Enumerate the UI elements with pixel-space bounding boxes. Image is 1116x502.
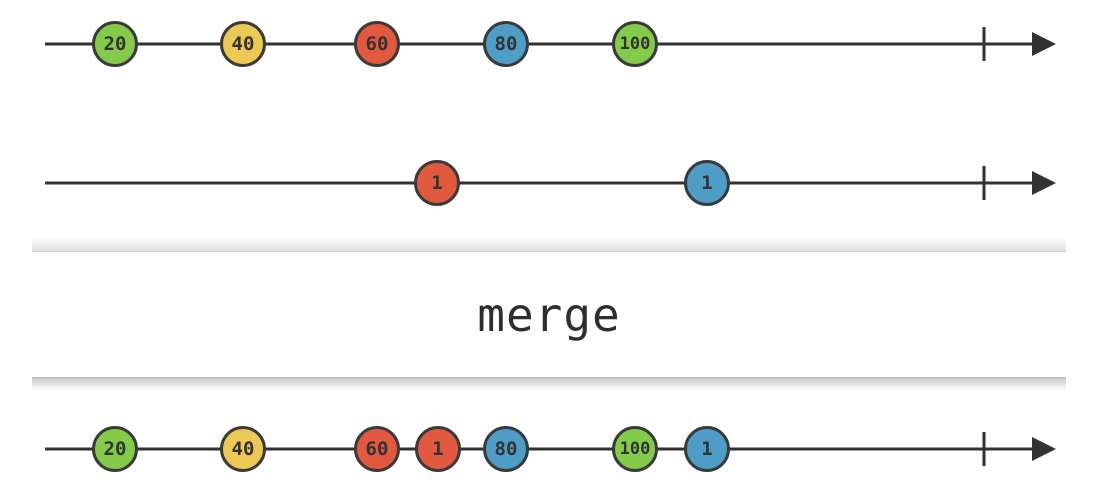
timeline-arrowhead [1032,32,1056,56]
marble-1[interactable] [684,160,730,206]
marble-value: 60 [366,33,389,55]
marble-value: 60 [366,438,389,460]
marble-1 [415,426,461,472]
marble-80 [483,426,529,472]
marble-value: 1 [431,172,442,194]
marble-20[interactable] [92,21,138,67]
marble-value: 40 [232,33,255,55]
marble-value: 40 [232,438,255,460]
marble-value: 1 [701,172,712,194]
operator-box-bottom-edge [32,377,1066,391]
timeline-arrowhead [1032,171,1056,195]
marble-100[interactable] [612,21,658,67]
operator-box: merge [32,237,1066,391]
marble-40 [220,426,266,472]
marble-60[interactable] [354,21,400,67]
marble-value: 80 [495,438,518,460]
marble-60 [354,426,400,472]
marble-100 [612,426,658,472]
marble-1 [684,426,730,472]
marble-value: 20 [104,438,127,460]
marble-value: 20 [104,33,127,55]
marble-40[interactable] [220,21,266,67]
timeline-output-observable: 20 40 60 1 80 100 1 [45,426,1056,472]
marble-value: 100 [620,439,651,459]
operator-label: merge [477,287,621,342]
marble-20 [92,426,138,472]
timeline-arrowhead [1032,437,1056,461]
marble-1[interactable] [414,160,460,206]
marble-80[interactable] [483,21,529,67]
operator-box-top-edge [32,237,1066,252]
timeline-source-observable-1: 20 40 60 80 100 [45,21,1056,67]
marble-value: 1 [432,438,443,460]
marble-value: 80 [495,33,518,55]
marble-value: 1 [701,438,712,460]
marble-value: 100 [620,34,651,54]
